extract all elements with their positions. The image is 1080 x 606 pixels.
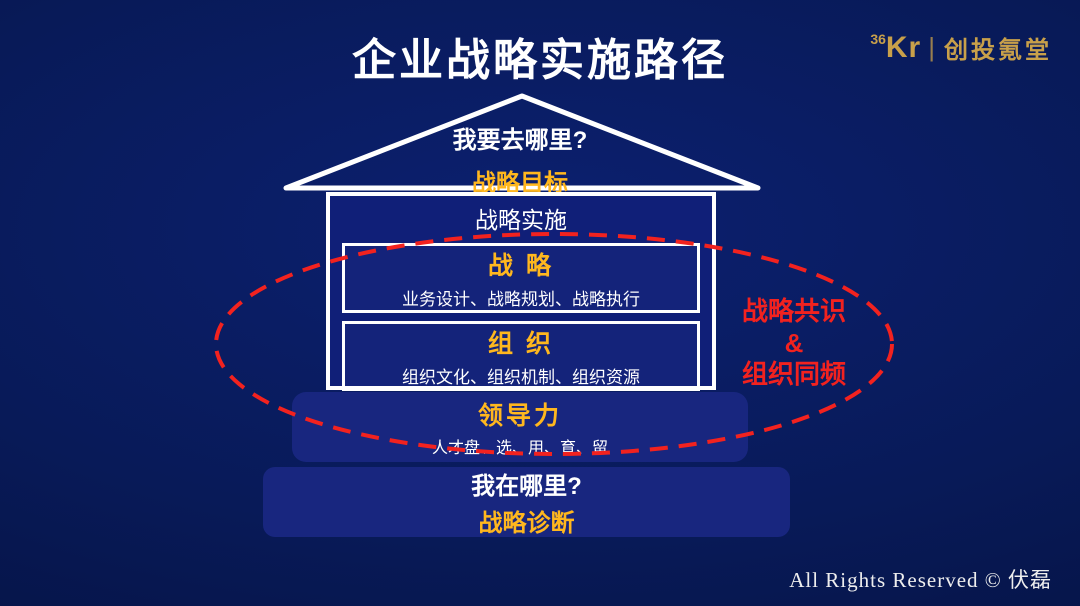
organization-detail: 组织文化、组织机制、组织资源 (402, 368, 640, 387)
strategy-implementation-label: 战略实施 (475, 207, 567, 233)
brand-kr-text: Kr (885, 30, 922, 64)
base-answer-strategy-diagnosis: 战略诊断 (478, 510, 575, 537)
strategy-title: 战 略 (488, 252, 554, 280)
organization-title: 组 织 (488, 330, 554, 358)
brand-divider: | (928, 32, 935, 62)
roof-triangle-shape (283, 93, 761, 191)
strategy-implementation-panel: 战略实施 战 略 业务设计、战略规划、战略执行 组 织 组织文化、组织机制、组织… (326, 192, 716, 391)
page-title: 企业战略实施路径 (352, 36, 728, 85)
roof-question: 我要去哪里? (452, 127, 588, 154)
annotation-line-2: 组织同频 (741, 359, 846, 390)
roof-text: 我要去哪里? 战略目标 (330, 120, 710, 198)
annotation-ampersand: & (784, 327, 804, 358)
brand-name: 创投氪堂 (944, 37, 1052, 64)
leadership-title: 领导力 (477, 402, 562, 430)
organization-box: 组 织 组织文化、组织机制、组织资源 (342, 321, 700, 391)
brand-logo: 36 Kr | 创投氪堂 (870, 30, 1052, 65)
base-question: 我在哪里? (471, 473, 582, 500)
copyright-footer: All Rights Reserved © 伏磊 (789, 568, 1052, 592)
diagnosis-base-block: 我在哪里? 战略诊断 (263, 467, 790, 537)
annotation-line-1: 战略共识 (741, 296, 846, 326)
leadership-block: 领导力 人才盘、选、用、育、留 (292, 392, 748, 462)
consensus-annotation: 战略共识 & 组织同频 (732, 296, 856, 391)
brand-36-text: 36 (870, 31, 886, 47)
strategy-box: 战 略 业务设计、战略规划、战略执行 (342, 243, 700, 313)
leadership-detail: 人才盘、选、用、育、留 (431, 440, 608, 457)
strategy-detail: 业务设计、战略规划、战略执行 (402, 290, 640, 309)
